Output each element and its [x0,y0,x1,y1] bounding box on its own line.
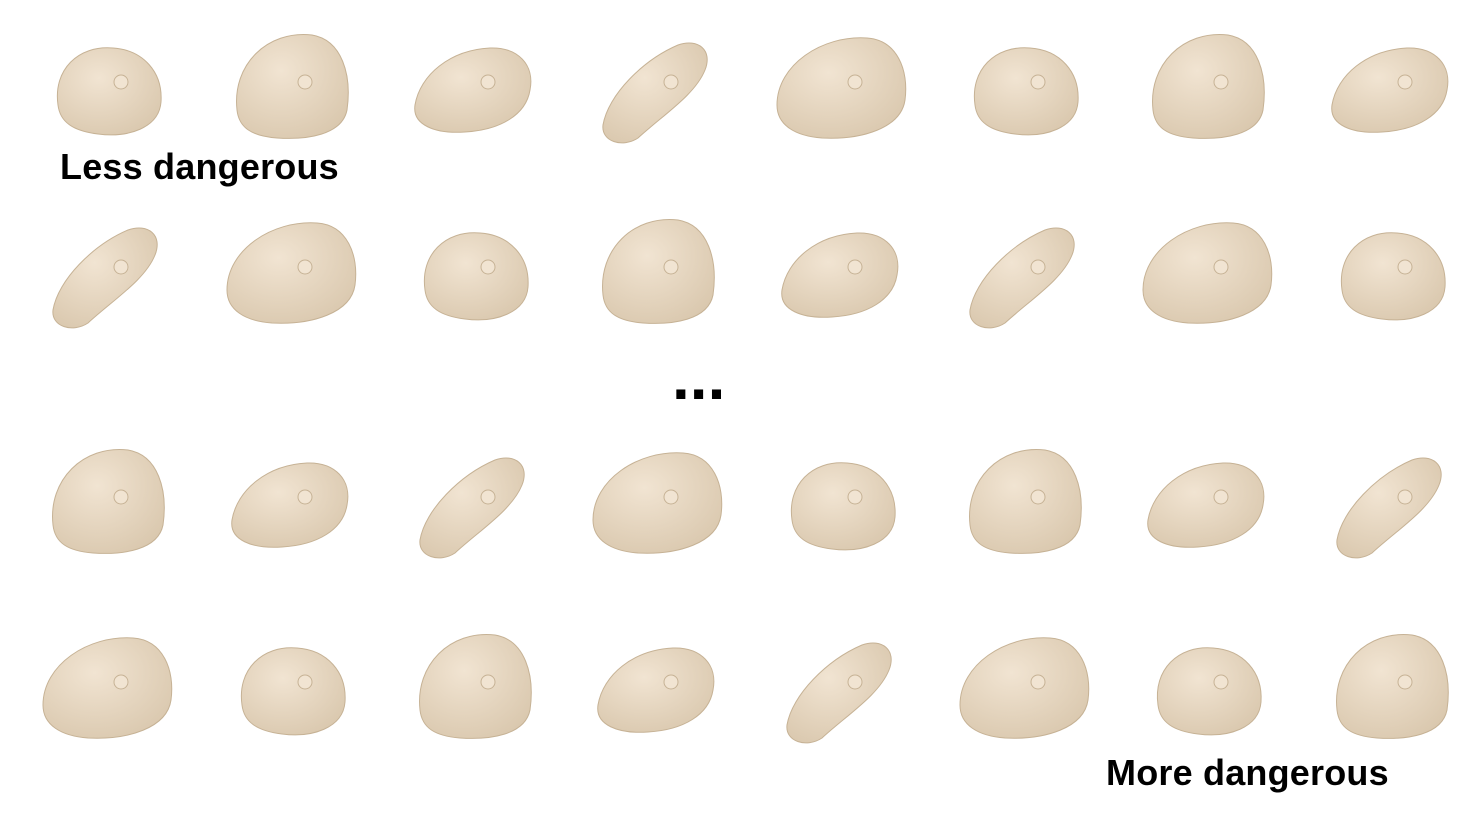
snake-head-icon [1116,0,1299,170]
dinosaur-head-icon [750,600,933,770]
grid-row-2 [0,185,1468,355]
hippo-head-icon [16,600,199,770]
frog-head-icon [200,0,383,170]
toad-head-icon [566,0,749,170]
ellipsis-separator: ... [672,341,726,413]
bird-head-icon [566,415,749,585]
grid-row-4 [0,600,1468,770]
horse-head-icon [566,185,749,355]
grid-row-3 [0,415,1468,585]
horse-head-icon [383,185,566,355]
frog-head-icon [16,0,199,170]
gecko-head-icon [383,0,566,170]
salamander-head-icon [750,0,933,170]
snake-head-icon [383,600,566,770]
dog-head-icon [933,185,1116,355]
lizard-head-icon [1300,0,1468,170]
seal-head-icon [933,0,1116,170]
hippo-head-icon [383,415,566,585]
cat-head-icon [1116,185,1299,355]
rhino-head-icon [1116,415,1299,585]
less-dangerous-label: Less dangerous [60,146,339,187]
hippo-head-icon [1300,415,1468,585]
dinosaur-neck-icon [200,600,383,770]
rat-head-icon [200,185,383,355]
trex-head-icon [933,600,1116,770]
parasaurolophus-head-icon [16,415,199,585]
raptor-head-icon [1116,600,1299,770]
grid-row-1 [0,0,1468,170]
turtle-head-icon [16,185,199,355]
triceratops-head-icon [1300,600,1468,770]
crocodile-head-icon [750,415,933,585]
parasaurolophus-head-icon [200,415,383,585]
alligator-head-icon [933,415,1116,585]
chameleon-head-icon [750,185,933,355]
more-dangerous-label: More dangerous [1106,752,1389,793]
goat-head-icon [1300,185,1468,355]
dragon-head-icon [566,600,749,770]
